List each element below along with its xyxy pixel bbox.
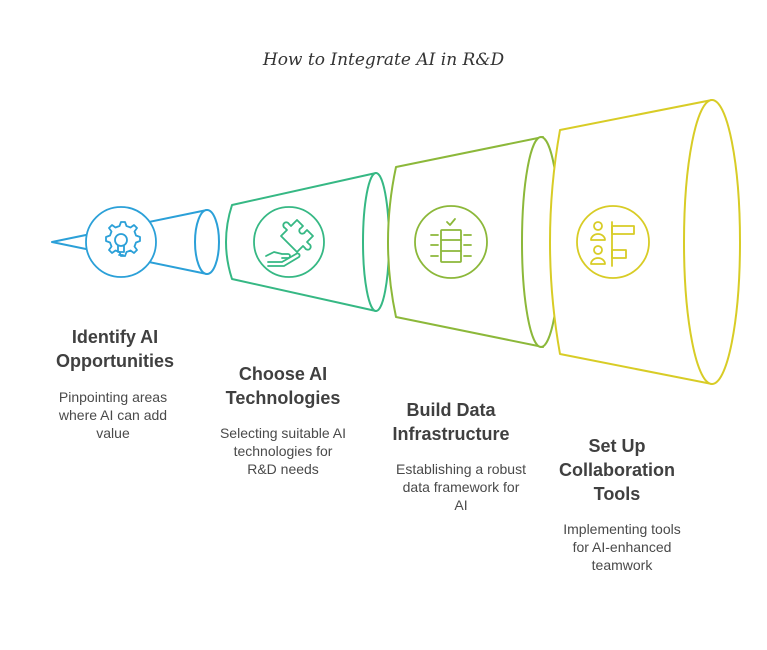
step-3-desc-line-3: AI xyxy=(454,497,468,513)
step-3-heading: Build Data Infrastructure xyxy=(361,398,541,446)
puzzle-hand-icon xyxy=(253,206,325,278)
step-1-heading-line-2: Opportunities xyxy=(56,351,174,371)
step-4-heading-line-3: Tools xyxy=(593,484,641,504)
step-1-desc-line-3: value xyxy=(96,425,130,441)
step-2-heading-line-2: Technologies xyxy=(225,388,341,408)
step-2-heading-line-1: Choose AI xyxy=(238,364,328,384)
step-4-desc-line-3: teamwork xyxy=(591,557,653,573)
step-1-description: Pinpointing areas where AI can add value xyxy=(38,388,188,442)
step-4-description: Implementing tools for AI-enhanced teamw… xyxy=(547,520,697,574)
team-board-icon xyxy=(576,205,650,279)
step-2-heading: Choose AI Technologies xyxy=(193,362,373,410)
step-2-desc-line-2: technologies for xyxy=(233,443,333,459)
server-check-icon xyxy=(414,205,488,279)
step-1-heading-line-1: Identify AI xyxy=(71,327,159,347)
step-1-desc-line-2: where AI can add xyxy=(58,407,168,423)
step-2-description: Selecting suitable AI technologies for R… xyxy=(208,424,358,478)
step-3-heading-line-1: Build Data xyxy=(406,400,496,420)
step-3-desc-line-2: data framework for xyxy=(402,479,520,495)
step-1-desc-line-1: Pinpointing areas xyxy=(58,389,168,405)
step-4-desc-line-2: for AI-enhanced xyxy=(572,539,672,555)
step-1-heading: Identify AI Opportunities xyxy=(25,325,205,373)
step-3-heading-line-2: Infrastructure xyxy=(392,424,510,444)
step-2-desc-line-3: R&D needs xyxy=(247,461,319,477)
step-4-heading-line-2: Collaboration xyxy=(559,460,675,480)
step-2-desc-line-1: Selecting suitable AI xyxy=(219,425,347,441)
step-3-desc-line-1: Establishing a robust xyxy=(396,461,526,477)
diagram-title: How to Integrate AI in R&D xyxy=(262,50,505,70)
lightbulb-gear-icon xyxy=(85,206,157,278)
step-4-desc-line-1: Implementing tools xyxy=(563,521,681,537)
step-4-heading-line-1: Set Up xyxy=(588,436,646,456)
step-4-heading: Set Up Collaboration Tools xyxy=(527,434,707,506)
step-3-description: Establishing a robust data framework for… xyxy=(386,460,536,514)
